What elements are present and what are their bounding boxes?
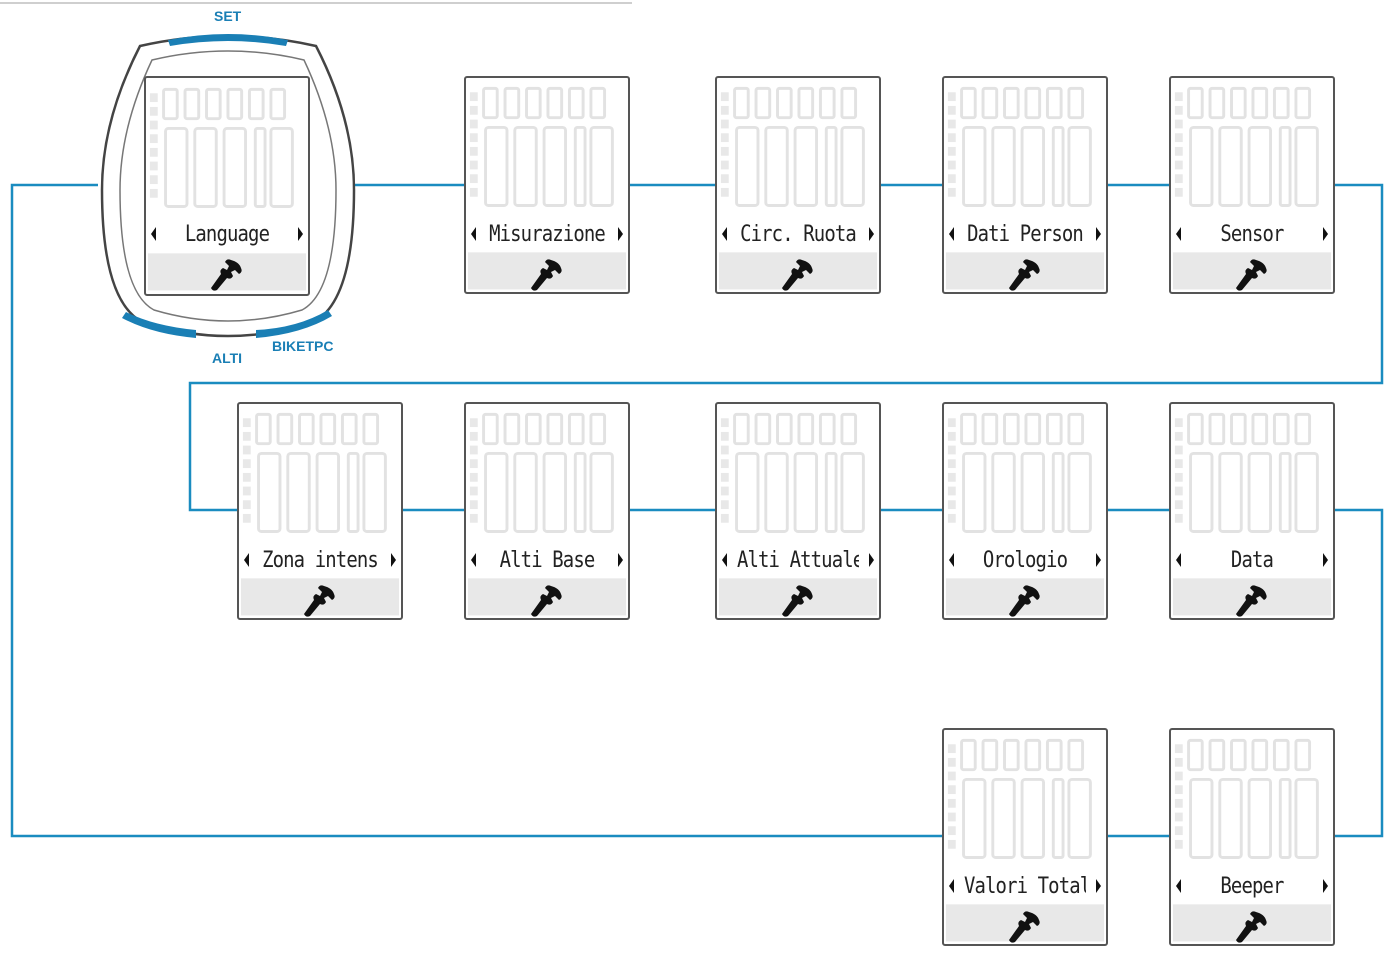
lcd-label-band: Dati Person (946, 214, 1104, 254)
menu-screen[interactable]: Zona intens (237, 402, 403, 620)
menu-item-label: Valori Total (963, 873, 1087, 899)
lcd-segment-background (718, 86, 878, 290)
menu-screen[interactable]: Alti Attuale (715, 402, 881, 620)
arrow-right-icon[interactable] (1096, 227, 1101, 241)
menu-item-label: Zona intens (262, 547, 379, 573)
wrench-icon (531, 259, 562, 291)
wrench-icon (1236, 585, 1267, 617)
menu-screen[interactable]: Data (1169, 402, 1335, 620)
wrench-icon (1009, 585, 1040, 617)
lcd-label-band: Data (1173, 540, 1331, 580)
wrench-icon (1009, 259, 1040, 291)
menu-screen[interactable]: Sensor (1169, 76, 1335, 294)
lcd-label-band: Circ. Ruota (719, 214, 877, 254)
lcd-label-band: Beeper (1173, 866, 1331, 906)
wrench-icon (211, 259, 242, 291)
lcd-label-band: Language (148, 214, 306, 254)
arrow-right-icon[interactable] (869, 553, 874, 567)
menu-item-label: Misurazione (489, 221, 606, 247)
menu-item-label: Alti Base (499, 547, 596, 573)
lcd-label-band: Sensor (1173, 214, 1331, 254)
arrow-right-icon[interactable] (391, 553, 396, 567)
arrow-left-icon[interactable] (1176, 227, 1181, 241)
alti-button[interactable]: ALTI (212, 350, 243, 366)
lcd-segment-background (1172, 86, 1332, 290)
arrow-right-icon[interactable] (1323, 879, 1328, 893)
menu-item-label: Dati Person (967, 221, 1084, 247)
arrow-left-icon[interactable] (471, 227, 476, 241)
arrow-left-icon[interactable] (722, 227, 727, 241)
arrow-left-icon[interactable] (949, 879, 954, 893)
menu-item-label: Orologio (982, 547, 1068, 573)
menu-item-label: Data (1230, 547, 1274, 573)
menu-screen[interactable]: Beeper (1169, 728, 1335, 946)
menu-screen[interactable]: Dati Person (942, 76, 1108, 294)
arrow-right-icon[interactable] (869, 227, 874, 241)
wrench-icon (782, 259, 813, 291)
wrench-icon (1009, 911, 1040, 943)
lcd-label-band: Alti Base (468, 540, 626, 580)
device-screen[interactable]: Language (144, 76, 310, 296)
arrow-right-icon[interactable] (618, 227, 623, 241)
arrow-right-icon[interactable] (1323, 553, 1328, 567)
wrench-icon (304, 585, 335, 617)
arrow-left-icon[interactable] (722, 553, 727, 567)
arrow-right-icon[interactable] (1323, 227, 1328, 241)
set-button[interactable]: SET (214, 8, 242, 24)
arrow-left-icon[interactable] (1176, 553, 1181, 567)
menu-item-label: Sensor (1220, 221, 1284, 247)
lcd-label-band: Misurazione (468, 214, 626, 254)
arrow-left-icon[interactable] (949, 553, 954, 567)
arrow-left-icon[interactable] (471, 553, 476, 567)
menu-item-label: Beeper (1220, 873, 1284, 899)
arrow-right-icon[interactable] (298, 227, 303, 241)
arrow-right-icon[interactable] (1096, 553, 1101, 567)
menu-item-label: Language (184, 221, 270, 247)
lcd-label-band: Valori Total (946, 866, 1104, 906)
lcd-label-band: Orologio (946, 540, 1104, 580)
menu-screen[interactable]: Misurazione (464, 76, 630, 294)
lcd-label-band: Zona intens (241, 540, 399, 580)
arrow-right-icon[interactable] (618, 553, 623, 567)
menu-item-label: Circ. Ruota (740, 221, 857, 247)
menu-screen[interactable]: Circ. Ruota (715, 76, 881, 294)
lcd-segment-background (467, 412, 627, 616)
arrow-left-icon[interactable] (151, 227, 156, 241)
arrow-left-icon[interactable] (244, 553, 249, 567)
menu-screen[interactable]: Valori Total (942, 728, 1108, 946)
lcd-label-band: Alti Attuale (719, 540, 877, 580)
wrench-icon (1236, 911, 1267, 943)
menu-item-label: Alti Attuale (736, 547, 860, 573)
menu-screen[interactable]: Alti Base (464, 402, 630, 620)
biketpc-button[interactable]: BIKETPC (272, 338, 334, 354)
arrow-left-icon[interactable] (1176, 879, 1181, 893)
menu-screen[interactable]: Orologio (942, 402, 1108, 620)
lcd-segment-background (467, 86, 627, 290)
arrow-left-icon[interactable] (949, 227, 954, 241)
arrow-right-icon[interactable] (1096, 879, 1101, 893)
wrench-icon (782, 585, 813, 617)
wrench-icon (1236, 259, 1267, 291)
wrench-icon (531, 585, 562, 617)
